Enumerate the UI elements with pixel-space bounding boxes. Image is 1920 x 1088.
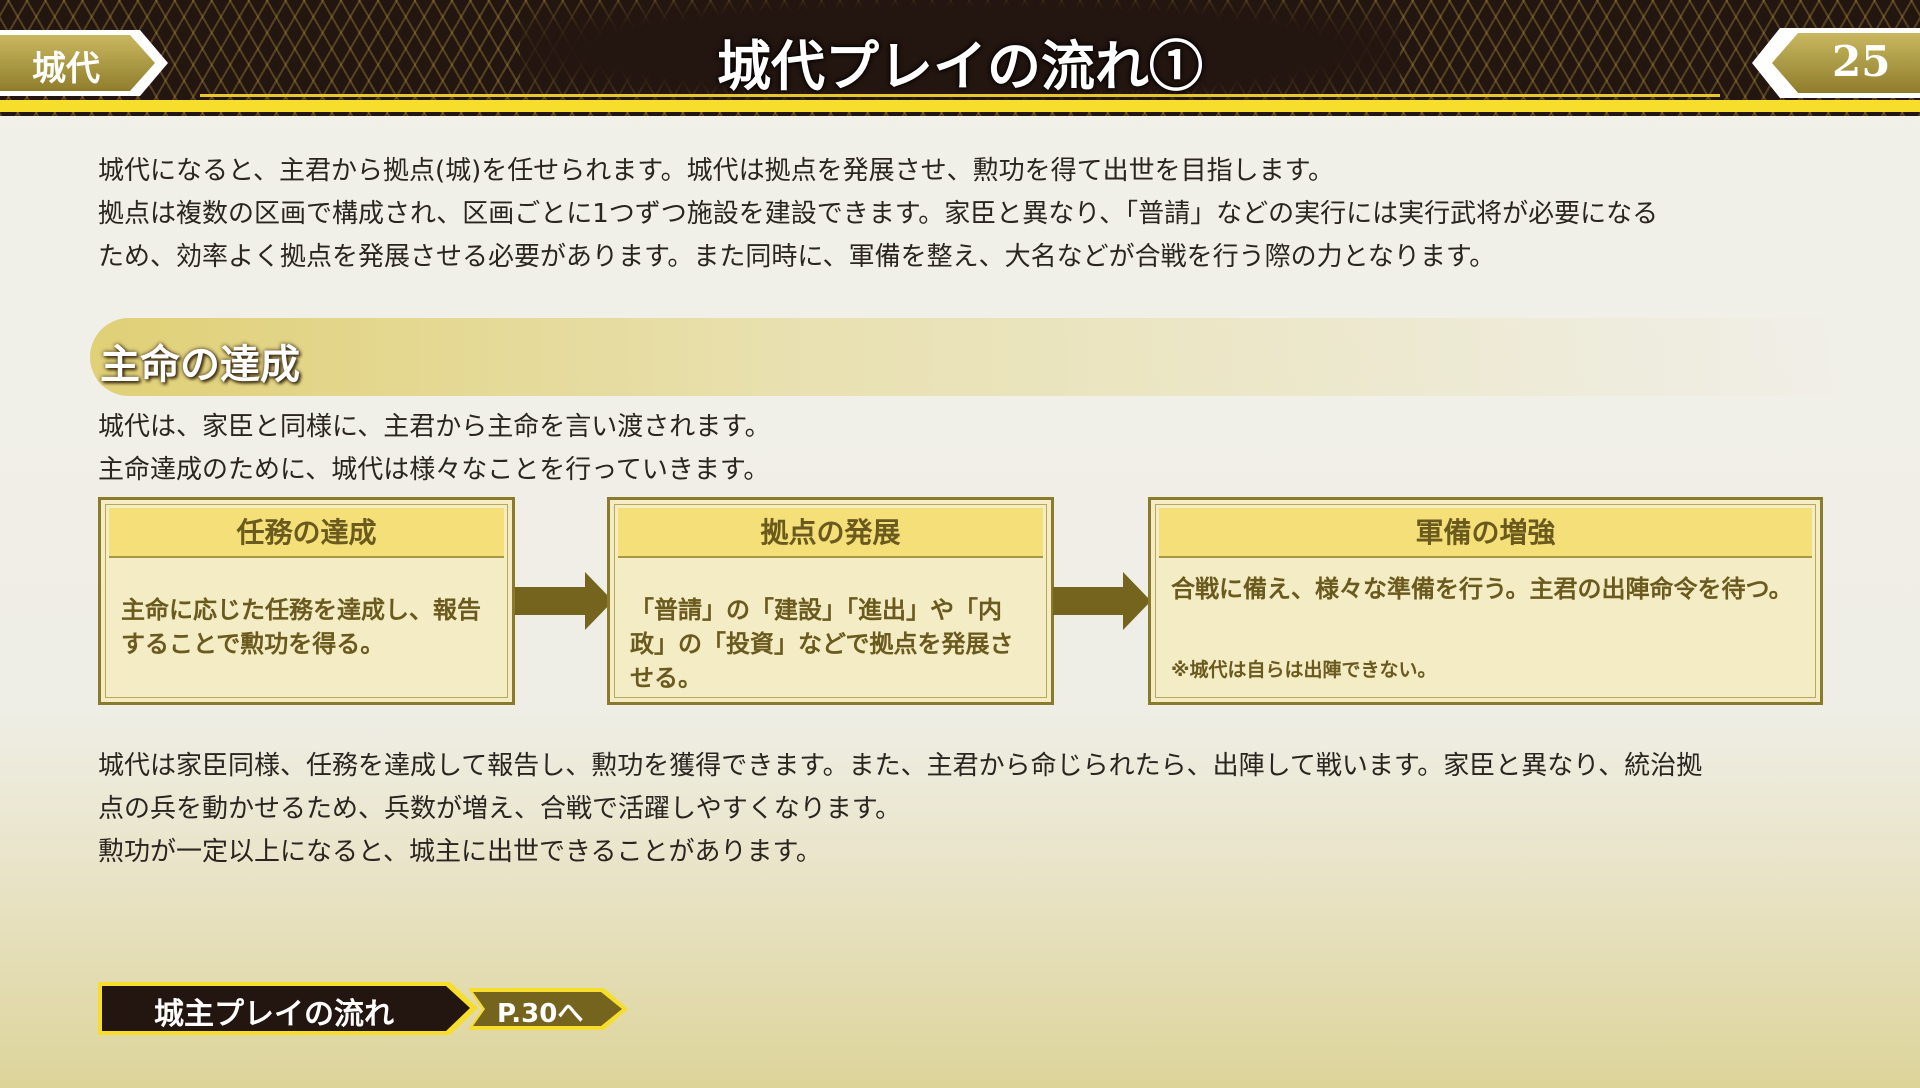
- outro-text: 城代は家臣同様、任務を達成して報告し、勲功を獲得できます。また、主君から命じられ…: [98, 751, 1703, 867]
- page-title: 城代プレイの流れ①: [717, 34, 1203, 98]
- divider: [0, 100, 1920, 112]
- page-ref-link[interactable]: P.30へ: [468, 988, 628, 1030]
- flow-box-military: 軍備の増強 合戦に備え、様々な準備を行う。主君の出陣命令を待つ。 ※城代は自らは…: [1148, 497, 1823, 705]
- page-number-badge: 25: [1752, 28, 1920, 98]
- header-bar: [0, 0, 1920, 116]
- section-text: 城代は、家臣と同様に、主君から主命を言い渡されます。 主命達成のために、城代は様…: [98, 412, 771, 485]
- flow-box-development: 拠点の発展 「普請」の「建設」「進出」や「内政」の「投資」などで拠点を発展させる…: [607, 497, 1054, 705]
- intro-text: 城代になると、主君から拠点(城)を任せられます。城代は拠点を発展させ、勲功を得て…: [98, 156, 1659, 272]
- castle-lord-flow-link[interactable]: 城主プレイの流れ: [98, 982, 478, 1035]
- category-tab: 城代: [0, 30, 168, 96]
- divider: [200, 94, 1720, 97]
- flow-box-mission: 任務の達成 主命に応じた任務を達成し、報告することで勲功を得る。: [98, 497, 515, 705]
- heading-brush: [90, 318, 1840, 396]
- section-heading: 主命の達成: [100, 341, 300, 388]
- arrow-right-icon: [1053, 572, 1151, 630]
- arrow-right-icon: [515, 572, 613, 630]
